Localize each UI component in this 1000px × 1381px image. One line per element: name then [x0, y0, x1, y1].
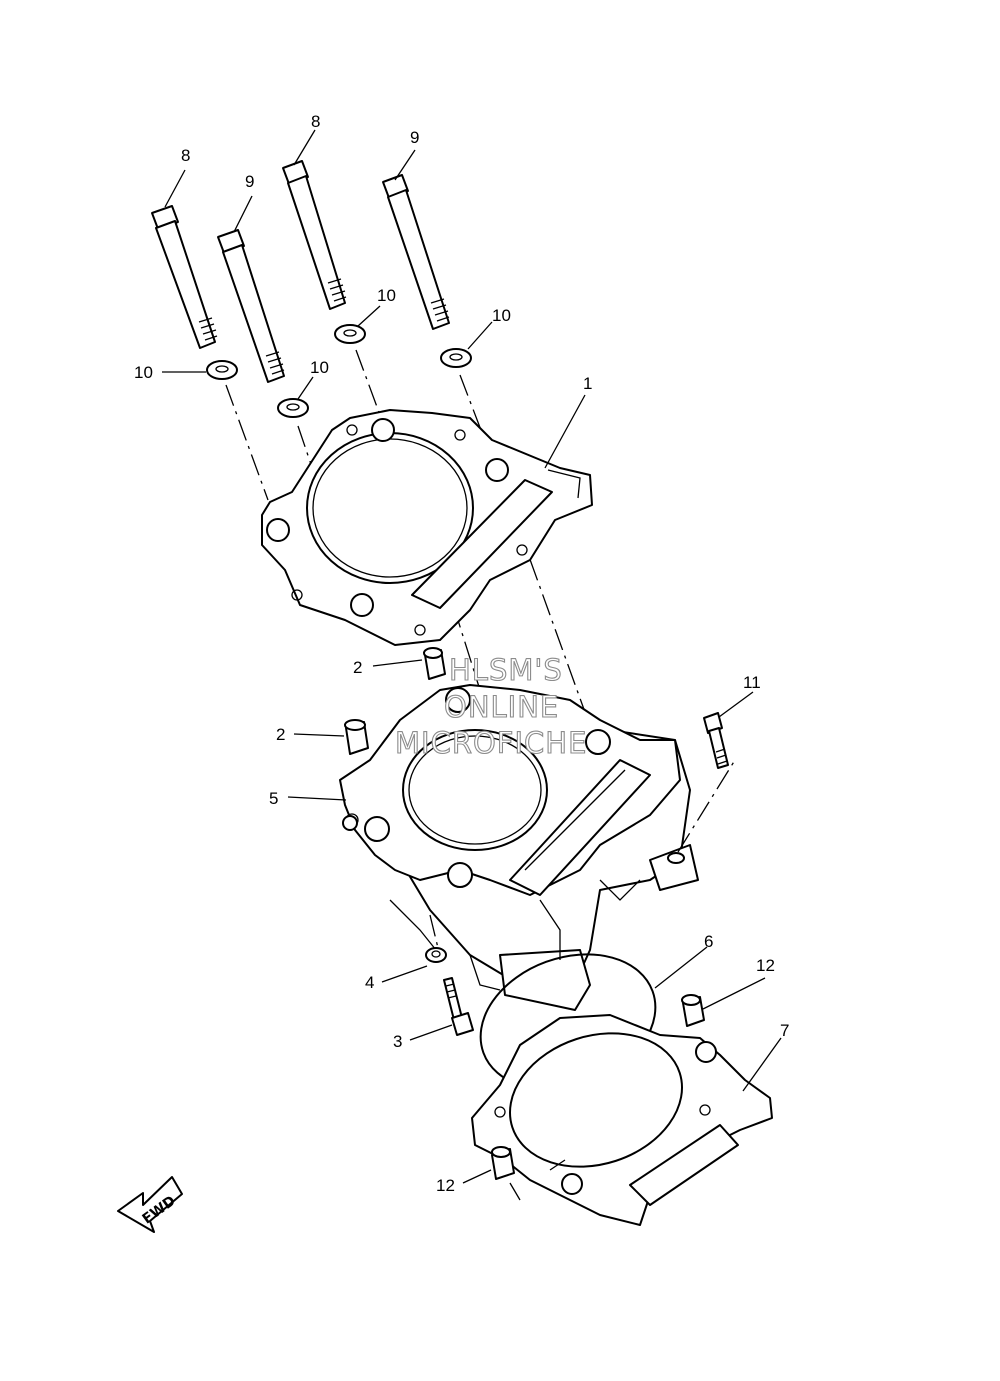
- head-gasket: [261, 409, 593, 646]
- watermark-line-1: HLSM'S: [449, 653, 563, 687]
- callout-8-left: 8: [181, 146, 190, 165]
- washer-10-b: [277, 398, 309, 418]
- callout-12-lower: 12: [436, 1176, 455, 1195]
- callout-1: 1: [583, 374, 592, 393]
- assembly-lines-lower: [429, 759, 736, 1201]
- callout-9-left: 9: [245, 172, 254, 191]
- watermark-line-3: MICROFICHE: [395, 726, 587, 760]
- washer-4: [425, 947, 447, 963]
- callout-9-right: 9: [410, 128, 419, 147]
- callout-11: 11: [743, 673, 761, 692]
- washer-10-c: [334, 324, 366, 344]
- callout-3: 3: [393, 1032, 402, 1051]
- callout-5: 5: [269, 789, 278, 808]
- callout-12-upper: 12: [756, 956, 775, 975]
- bolt-9-left: [217, 229, 285, 383]
- dowel-2-upper: [423, 647, 446, 680]
- callout-2-lower: 2: [276, 725, 285, 744]
- callout-10-upper: 10: [377, 286, 396, 305]
- base-gasket: [471, 1014, 773, 1226]
- bolt-3: [443, 977, 474, 1036]
- callout-10-left: 10: [134, 363, 153, 382]
- leader-lines: [162, 129, 782, 1184]
- washer-10-a: [206, 360, 238, 380]
- cylinder-body: [339, 684, 699, 1011]
- callout-labels: 1 2 2 3 4 5 6 7 8 8 9 9 10 10 10 10 11 1…: [134, 112, 789, 1195]
- washer-10-d: [440, 348, 472, 368]
- callout-2-upper: 2: [353, 658, 362, 677]
- callout-6: 6: [704, 932, 713, 951]
- dowel-12-lower: [491, 1146, 515, 1180]
- dowel-12-upper: [681, 994, 705, 1027]
- dowel-2-lower: [344, 719, 369, 755]
- bolt-8-left: [151, 205, 218, 349]
- callout-10-mid: 10: [310, 358, 329, 377]
- bolt-8-right: [282, 160, 347, 310]
- callout-7: 7: [780, 1021, 789, 1040]
- bolt-9-right: [382, 174, 450, 330]
- watermark: HLSM'S ONLINE MICROFICHE: [394, 652, 587, 760]
- callout-8-right: 8: [311, 112, 320, 131]
- callout-4: 4: [365, 973, 374, 992]
- bolt-11: [703, 712, 729, 769]
- watermark-line-2: ONLINE: [444, 690, 559, 724]
- callout-10-right: 10: [492, 306, 511, 325]
- fwd-arrow-icon: FWD: [117, 1176, 183, 1233]
